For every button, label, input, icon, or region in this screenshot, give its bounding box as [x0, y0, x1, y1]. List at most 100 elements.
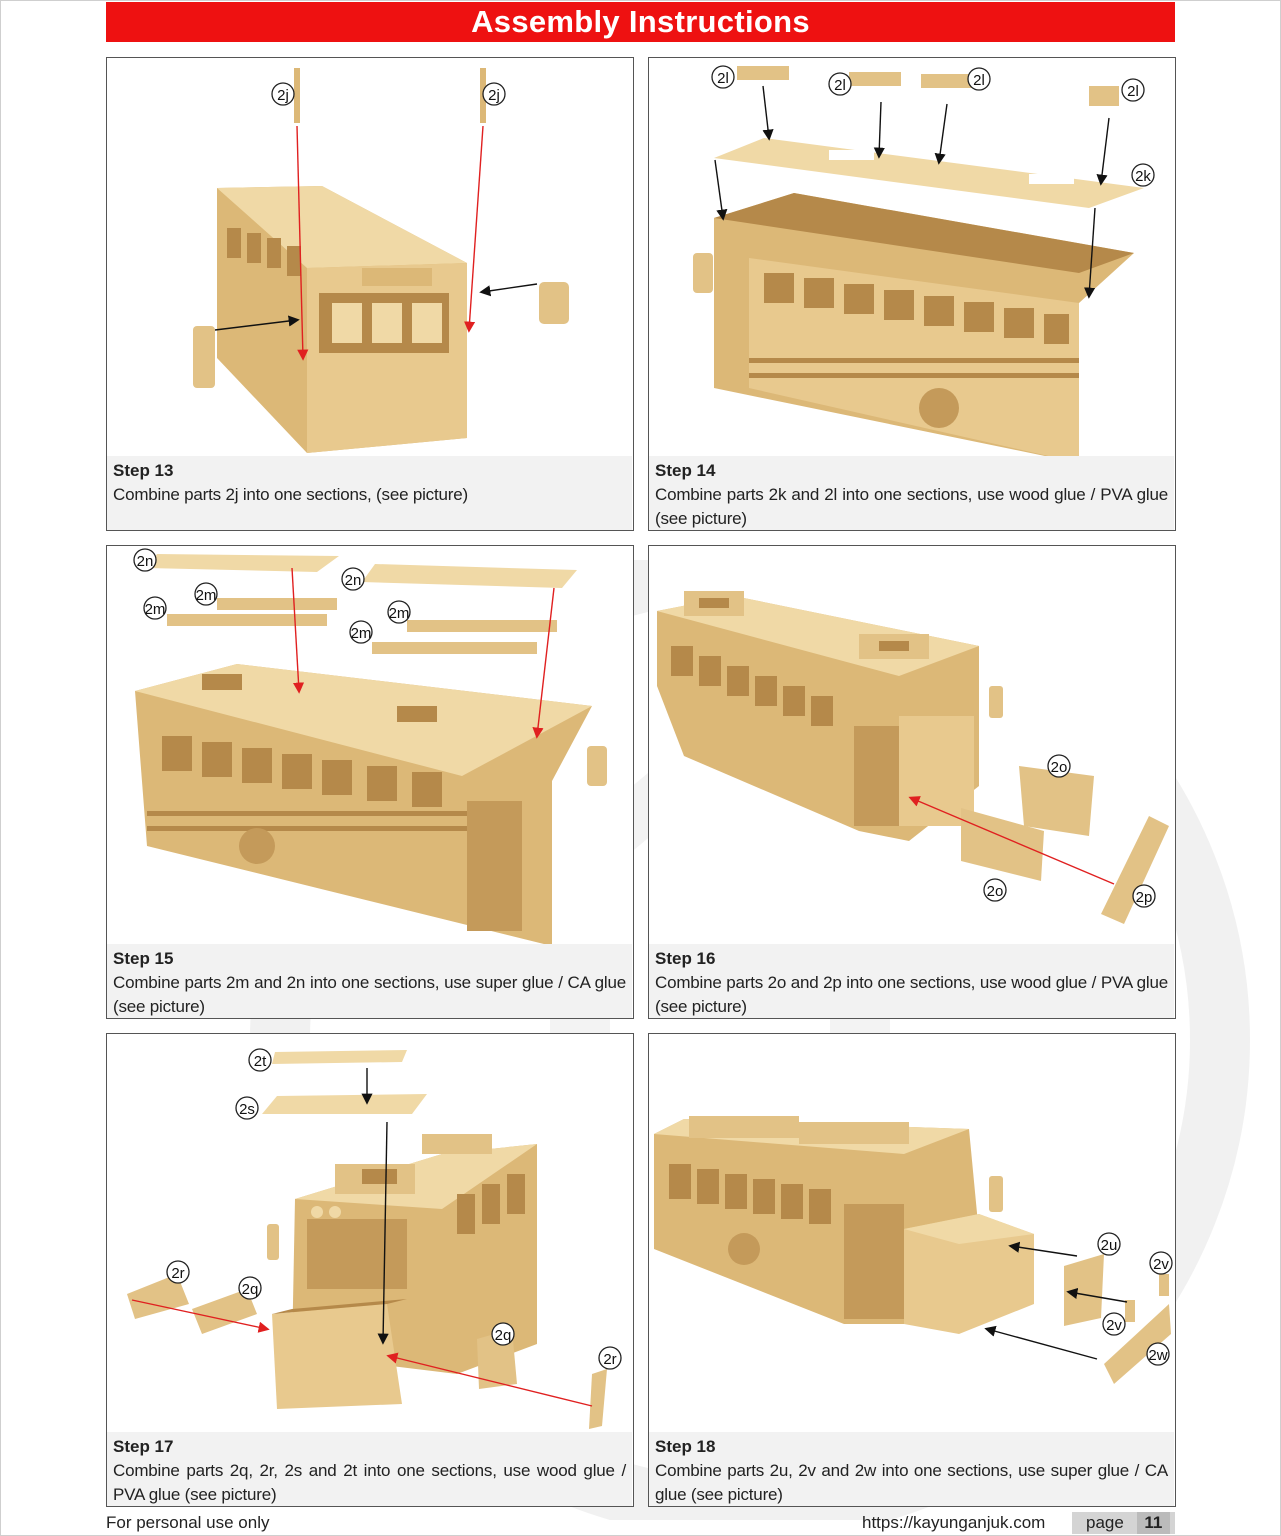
step-18-title: Step 18 — [655, 1437, 716, 1456]
svg-text:2l: 2l — [717, 70, 729, 87]
part-label-badge: 2l — [828, 72, 852, 96]
part-label-badge: 2r — [166, 1260, 190, 1284]
step-14-illustration: 2l 2l 2l 2l 2k — [693, 65, 1155, 456]
part-label-badge: 2l — [967, 67, 991, 91]
part-label-badge: 2j — [271, 82, 295, 106]
part-2v — [1159, 1274, 1169, 1296]
step-15-panel: 2n 2m 2m 2n 2m 2m Step 15 Combine parts … — [106, 545, 634, 1019]
part-2m — [372, 642, 537, 654]
step-18-panel: 2u 2v 2v 2w Step 18 Combine parts 2u, 2v… — [648, 1033, 1176, 1507]
part-label-badge: 2o — [983, 878, 1007, 902]
part-2q — [192, 1289, 257, 1334]
step-14-panel: 2l 2l 2l 2l 2k Step 14 Combine parts 2k … — [648, 57, 1176, 531]
svg-text:2s: 2s — [239, 1101, 255, 1118]
step-13-panel: 2j 2j Step 13 Combine parts 2j into one … — [106, 57, 634, 531]
part-label-badge: 2m — [387, 600, 411, 624]
svg-text:2v: 2v — [1106, 1317, 1122, 1334]
part-label-badge: 2s — [235, 1096, 259, 1120]
part-label-badge: 2k — [1131, 163, 1155, 187]
header-bar: Assembly Instructions — [106, 2, 1175, 42]
step-13-title: Step 13 — [113, 461, 174, 480]
svg-text:2l: 2l — [834, 77, 846, 94]
step-14-caption: Step 14 Combine parts 2k and 2l into one… — [649, 456, 1174, 530]
part-2m — [167, 614, 327, 626]
step-15-title: Step 15 — [113, 949, 174, 968]
part-2r — [589, 1369, 607, 1429]
part-label-badge: 2j — [482, 82, 506, 106]
part-label-badge: 2q — [491, 1322, 515, 1346]
page-indicator: page 11 — [1072, 1512, 1175, 1534]
svg-text:2m: 2m — [196, 587, 217, 604]
step-17-title: Step 17 — [113, 1437, 174, 1456]
part-2m — [217, 598, 337, 610]
part-label-badge: 2v — [1102, 1312, 1126, 1336]
svg-text:2m: 2m — [389, 605, 410, 622]
bus-body-part — [714, 193, 1134, 456]
step-14-text: Combine parts 2k and 2l into one section… — [655, 485, 1168, 528]
svg-text:2r: 2r — [603, 1351, 616, 1368]
part-label-badge: 2v — [1149, 1251, 1173, 1275]
part-label-badge: 2w — [1146, 1342, 1170, 1366]
part-2r — [127, 1274, 189, 1319]
step-15-illustration: 2n 2m 2m 2n 2m 2m — [133, 548, 607, 944]
step-13-text: Combine parts 2j into one sections, (see… — [113, 485, 468, 504]
step-17-panel: 2t 2s 2r 2q 2q 2r Step 17 Combine parts … — [106, 1033, 634, 1507]
side-piece-right — [539, 282, 569, 324]
part-label-badge: 2q — [238, 1276, 262, 1300]
step-15-text: Combine parts 2m and 2n into one section… — [113, 973, 626, 1016]
footer-url-link[interactable]: https://kayunganjuk.com — [862, 1513, 1046, 1532]
part-2t — [272, 1050, 407, 1064]
step-16-caption: Step 16 Combine parts 2o and 2p into one… — [649, 944, 1174, 1018]
svg-text:2o: 2o — [1051, 759, 1068, 776]
part-label-badge: 2l — [1121, 78, 1145, 102]
bus-body-part — [657, 591, 979, 841]
svg-text:2r: 2r — [171, 1265, 184, 1282]
part-label-badge: 2m — [194, 582, 218, 606]
svg-text:2o: 2o — [987, 883, 1004, 900]
part-label-badge: 2m — [349, 620, 373, 644]
part-2k-roof — [714, 138, 1144, 208]
bus-body-part — [135, 664, 592, 944]
svg-text:2j: 2j — [488, 87, 500, 104]
part-2o — [961, 808, 1044, 881]
side-piece-left — [193, 326, 215, 388]
step-18-text: Combine parts 2u, 2v and 2w into one sec… — [655, 1461, 1168, 1504]
part-2u — [1064, 1254, 1104, 1326]
svg-text:2j: 2j — [277, 87, 289, 104]
bus-body-part — [272, 1134, 537, 1409]
step-17-text: Combine parts 2q, 2r, 2s and 2t into one… — [113, 1461, 626, 1504]
step-13-caption: Step 13 Combine parts 2j into one sectio… — [107, 456, 632, 530]
svg-text:2q: 2q — [495, 1327, 512, 1344]
svg-text:2k: 2k — [1135, 168, 1151, 185]
page-title: Assembly Instructions — [471, 4, 810, 39]
step-18-illustration: 2u 2v 2v 2w — [654, 1116, 1173, 1384]
bus-body-part — [654, 1116, 1034, 1334]
step-16-title: Step 16 — [655, 949, 716, 968]
part-label-badge: 2m — [143, 596, 167, 620]
step-18-caption: Step 18 Combine parts 2u, 2v and 2w into… — [649, 1432, 1174, 1506]
step-17-caption: Step 17 Combine parts 2q, 2r, 2s and 2t … — [107, 1432, 632, 1506]
part-label-badge: 2n — [133, 548, 157, 572]
part-label-badge: 2u — [1097, 1232, 1121, 1256]
part-label-badge: 2o — [1047, 754, 1071, 778]
svg-text:2v: 2v — [1153, 1256, 1169, 1273]
part-label-badge: 2n — [341, 567, 365, 591]
page-label: page — [1086, 1513, 1124, 1532]
part-2l — [921, 74, 973, 88]
bus-body-part — [217, 186, 467, 453]
part-2w — [1104, 1304, 1171, 1384]
part-2l — [1089, 86, 1119, 106]
footer-disclaimer: For personal use only — [106, 1513, 270, 1532]
part-2o — [1019, 766, 1094, 836]
svg-text:2w: 2w — [1148, 1347, 1167, 1364]
part-2n-left — [147, 554, 339, 572]
step-17-illustration: 2t 2s 2r 2q 2q 2r — [127, 1048, 622, 1429]
page-number: 11 — [1136, 1512, 1170, 1534]
svg-text:2l: 2l — [973, 72, 985, 89]
part-label-badge: 2p — [1132, 884, 1156, 908]
step-16-text: Combine parts 2o and 2p into one section… — [655, 973, 1168, 1016]
svg-text:2m: 2m — [351, 625, 372, 642]
part-2s — [262, 1094, 427, 1114]
step-16-panel: 2o 2o 2p Step 16 Combine parts 2o and 2p… — [648, 545, 1176, 1019]
part-2l — [849, 72, 901, 86]
